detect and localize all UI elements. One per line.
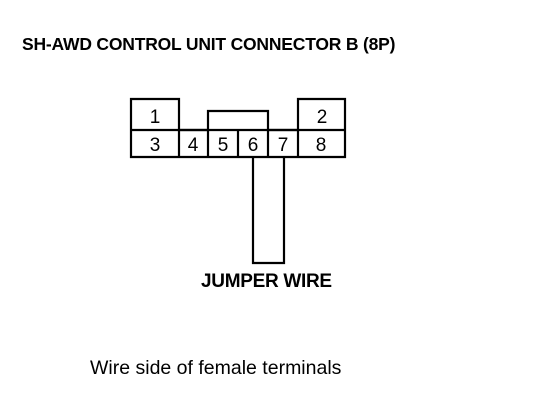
diagram-title: SH-AWD CONTROL UNIT CONNECTOR B (8P)	[22, 34, 396, 54]
terminal-1-label: 1	[150, 107, 161, 128]
terminal-8-label: 8	[316, 135, 327, 156]
terminal-3-label: 3	[150, 135, 161, 156]
diagram-caption: Wire side of female terminals	[90, 357, 342, 379]
jumper-wire	[251, 157, 286, 265]
terminal-5-label: 5	[218, 135, 229, 156]
terminal-7-label: 7	[278, 135, 289, 156]
terminal-2-label: 2	[317, 107, 328, 128]
connector-outline	[129, 97, 347, 159]
terminal-4-label: 4	[188, 135, 199, 156]
jumper-wire-label: JUMPER WIRE	[201, 271, 332, 292]
terminal-6-label: 6	[248, 135, 259, 156]
